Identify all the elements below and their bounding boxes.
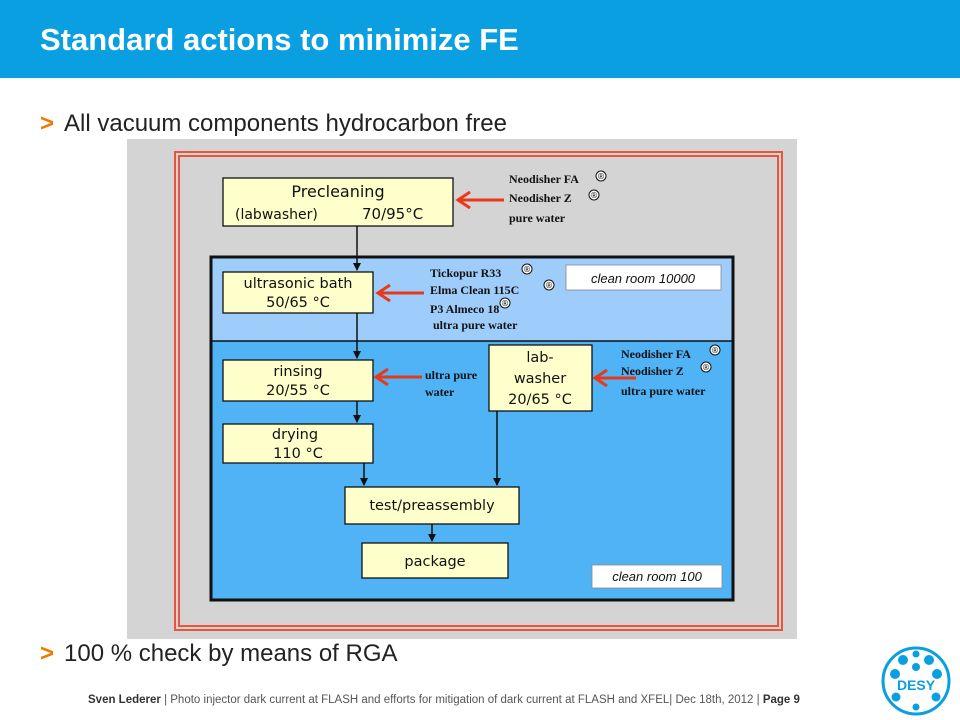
precleaning-subtitle: (labwasher) <box>235 207 318 223</box>
ultrasonic-bath-box <box>222 271 374 314</box>
note-ultra-pure-water-1: ultra pure water <box>433 318 518 332</box>
desy-logo-text: DESY <box>897 677 936 693</box>
note-neodisher-z-2: Neodisher Z <box>621 364 684 378</box>
test-preassembly-box <box>344 486 520 525</box>
precleaning-title: Precleaning <box>291 182 384 201</box>
note-neodisher-fa: Neodisher FA <box>509 172 579 186</box>
drying-temp: 110 °C <box>273 446 323 462</box>
registered-mark: ® <box>590 191 598 200</box>
note-ultra-pure-water-2: ultra pure water <box>621 384 706 398</box>
bullet-marker: > <box>40 110 55 137</box>
input-arrow-rinsing <box>373 367 422 387</box>
ultrasonic-bath-temp: 50/65 °C <box>266 295 330 311</box>
registered-mark-icon <box>588 189 600 201</box>
footer-page-number: Page 9 <box>762 694 800 706</box>
clean-room-100-text: clean room 100 <box>612 569 702 584</box>
labwasher-temp: 20/65 °C <box>508 392 572 408</box>
inner-frame-line <box>178 155 779 627</box>
registered-mark-icon <box>499 297 511 309</box>
registered-mark: ® <box>523 265 531 274</box>
labwasher-title-2: washer <box>514 371 566 387</box>
registered-mark: ® <box>702 363 710 372</box>
registered-mark-icon <box>521 263 533 275</box>
registered-mark-icon <box>543 279 555 291</box>
input-arrow-ultrasonic <box>375 283 424 303</box>
bullet-1: > All vacuum components hydrocarbon free <box>40 110 507 138</box>
labwasher-title-1: lab- <box>526 350 553 366</box>
clean-room-10000-label <box>565 264 722 291</box>
registered-mark: ® <box>597 172 605 181</box>
clean-room-border <box>209 255 735 602</box>
footer-author: Sven Lederer <box>88 694 161 706</box>
ultrasonic-bath-title: ultrasonic bath <box>244 276 353 292</box>
process-flow-svg: clean room 10000 clean room 100 Preclean… <box>174 151 783 631</box>
note-water: water <box>425 385 455 399</box>
outer-frame-line <box>174 151 783 631</box>
title-bar: Standard actions to minimize FE <box>0 0 960 78</box>
note-ultra-pure: ultra pure <box>425 368 478 382</box>
package-box <box>361 542 509 579</box>
drying-title: drying <box>272 427 318 443</box>
precleaning-box <box>222 177 454 227</box>
footer: Sven Lederer | Photo injector dark curre… <box>88 694 800 706</box>
note-p3-almeco: P3 Almeco 18 <box>430 302 499 316</box>
bullet-2-text: 100 % check by means of RGA <box>64 640 398 667</box>
registered-mark-icon <box>700 361 712 373</box>
clean-room-10000-text: clean room 10000 <box>591 271 696 286</box>
note-neodisher-fa-2: Neodisher FA <box>621 347 691 361</box>
bullet-marker: > <box>40 640 55 667</box>
precleaning-temp: 70/95°C <box>362 205 423 223</box>
rinsing-temp: 20/55 °C <box>266 383 330 399</box>
note-elma-clean: Elma Clean 115C <box>430 283 519 297</box>
registered-mark-icon <box>709 344 721 356</box>
input-arrow-precleaning <box>455 190 504 210</box>
registered-mark: ® <box>711 346 719 355</box>
registered-mark: ® <box>545 281 553 290</box>
package-label: package <box>404 554 465 570</box>
rinsing-box <box>222 359 374 402</box>
slide-title: Standard actions to minimize FE <box>40 22 519 57</box>
note-pure-water: pure water <box>509 211 566 225</box>
registered-mark-icon <box>595 170 607 182</box>
bullet-1-text: All vacuum components hydrocarbon free <box>64 110 507 137</box>
rinsing-title: rinsing <box>273 364 322 380</box>
desy-logo-icon: DESY <box>881 646 951 716</box>
labwasher-box <box>488 344 593 412</box>
cleaning-process-diagram: clean room 10000 clean room 100 Preclean… <box>127 139 797 639</box>
clean-room-100-label <box>591 564 723 589</box>
note-neodisher-z: Neodisher Z <box>509 191 572 205</box>
registered-mark: ® <box>501 299 509 308</box>
test-preassembly-label: test/preassembly <box>369 498 495 514</box>
drying-box <box>222 423 374 464</box>
bullet-2: >100 % check by means of RGA <box>40 640 398 668</box>
note-tickopur: Tickopur R33 <box>430 266 501 280</box>
input-arrow-labwasher <box>592 368 636 388</box>
footer-talk-info: | Photo injector dark current at FLASH a… <box>164 694 760 706</box>
